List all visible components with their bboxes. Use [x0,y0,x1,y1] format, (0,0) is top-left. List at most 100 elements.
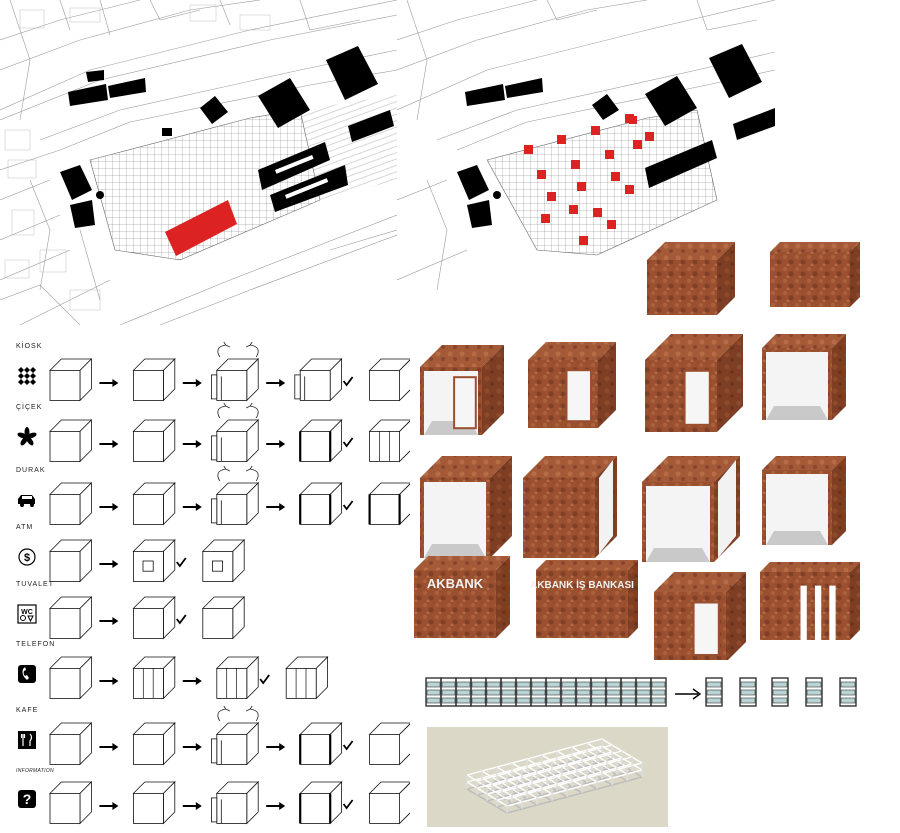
frame-module [500,677,517,707]
flow-arrow [99,379,119,387]
row-label-0: KİOSK [16,343,43,350]
site-plan-left [0,0,397,325]
rust-kiosk-render [762,456,846,545]
rust-kiosk-render [420,456,512,558]
cube-sketch [132,656,176,700]
checkmark-icon [176,614,187,625]
svg-text:?: ? [23,791,32,807]
cube-sketch [49,539,93,583]
kiosk-pattern-icon [18,367,36,385]
rust-kiosk-render [645,334,743,432]
flow-arrow [99,802,119,810]
svg-text:WC: WC [21,609,33,616]
frame-module [605,677,622,707]
frame-module [620,677,637,707]
cube-sketch [210,781,260,825]
cube-sketch [299,722,343,766]
flow-arrow [99,617,119,625]
flow-arrow [266,802,286,810]
cube-sketch [132,781,176,825]
rust-kiosk-render [420,345,504,435]
rust-kiosk-render: AKBANK İŞ BANKASI [530,560,638,638]
structure-elevation [420,670,870,715]
frame-module [530,677,547,707]
cube-sketch [210,402,260,463]
wc-icon: WC [17,604,37,624]
flow-arrow [266,503,286,511]
frame-module [545,677,562,707]
dollar-coin-icon: $ [18,548,36,566]
frame-module [650,677,667,707]
checkmark-icon [342,740,354,751]
question-icon: ? [18,790,36,808]
rust-kiosk-render: AKBANK [414,556,510,638]
cube-sketch [215,656,260,700]
flow-arrow [182,802,202,810]
checkmark-icon [259,674,270,685]
frame-module [635,677,652,707]
flow-arrow [182,503,202,511]
site-plan-right [397,0,775,325]
flow-arrow [99,560,119,568]
svg-text:$: $ [24,552,30,564]
cube-sketch [368,781,410,825]
flow-arrow [266,440,286,448]
cube-sketch [132,358,176,402]
cube-sketch [201,539,246,583]
flow-arrow [266,743,286,751]
frame-module [771,677,789,707]
frame-module [839,677,857,707]
cube-sketch [299,419,343,463]
frame-module [470,677,487,707]
cube-sketch [49,358,93,402]
cube-sketch [285,656,329,700]
cube-sketch [49,656,93,700]
cube-sketch [294,358,343,402]
rust-kiosk-render [642,456,740,562]
kiosk-renders: AKBANK AKBANK İŞ BANKASI [410,230,900,660]
cube-sketch [368,419,410,463]
structure-render [427,727,668,827]
checkmark-icon [342,437,354,448]
rust-kiosk-render [654,572,746,660]
structure-frame-3d [466,738,643,814]
rust-kiosk-render [528,342,616,428]
flow-arrow [182,379,202,387]
flow-arrow [182,743,202,751]
frame-module [575,677,592,707]
proposal-area [165,200,237,256]
row-label-5: TELEFON [16,641,56,648]
cube-sketch [210,465,260,526]
kiosk-markers [524,114,654,245]
rust-kiosk-render [523,456,617,558]
row-label-7: INFORMATION [16,768,54,774]
row-label-4: TUVALET [16,581,54,588]
cube-sketch [132,596,176,640]
cube-sketch [299,482,343,526]
frame-module [739,677,757,707]
rust-kiosk-render [647,242,735,315]
flower-icon [17,427,37,446]
frame-module [485,677,502,707]
flow-arrow [99,440,119,448]
frame-module [515,677,532,707]
cube-sketch [210,341,260,402]
rust-kiosk-render [762,334,846,420]
cube-sketch [49,419,93,463]
flow-arrow [99,503,119,511]
flow-arrow [182,677,202,685]
checkmark-icon [342,500,354,511]
rust-kiosk-render [770,242,860,307]
flow-arrow [266,379,286,387]
bank-sign: AKBANK [427,576,484,591]
flow-arrow [99,677,119,685]
frame-module [705,677,723,707]
cube-sketch [132,539,176,583]
frame-module [425,677,442,707]
frame-module [805,677,823,707]
cube-sketch [210,705,260,766]
row-label-2: DURAK [16,467,46,474]
frame-module [440,677,457,707]
cube-sketch [201,596,246,640]
